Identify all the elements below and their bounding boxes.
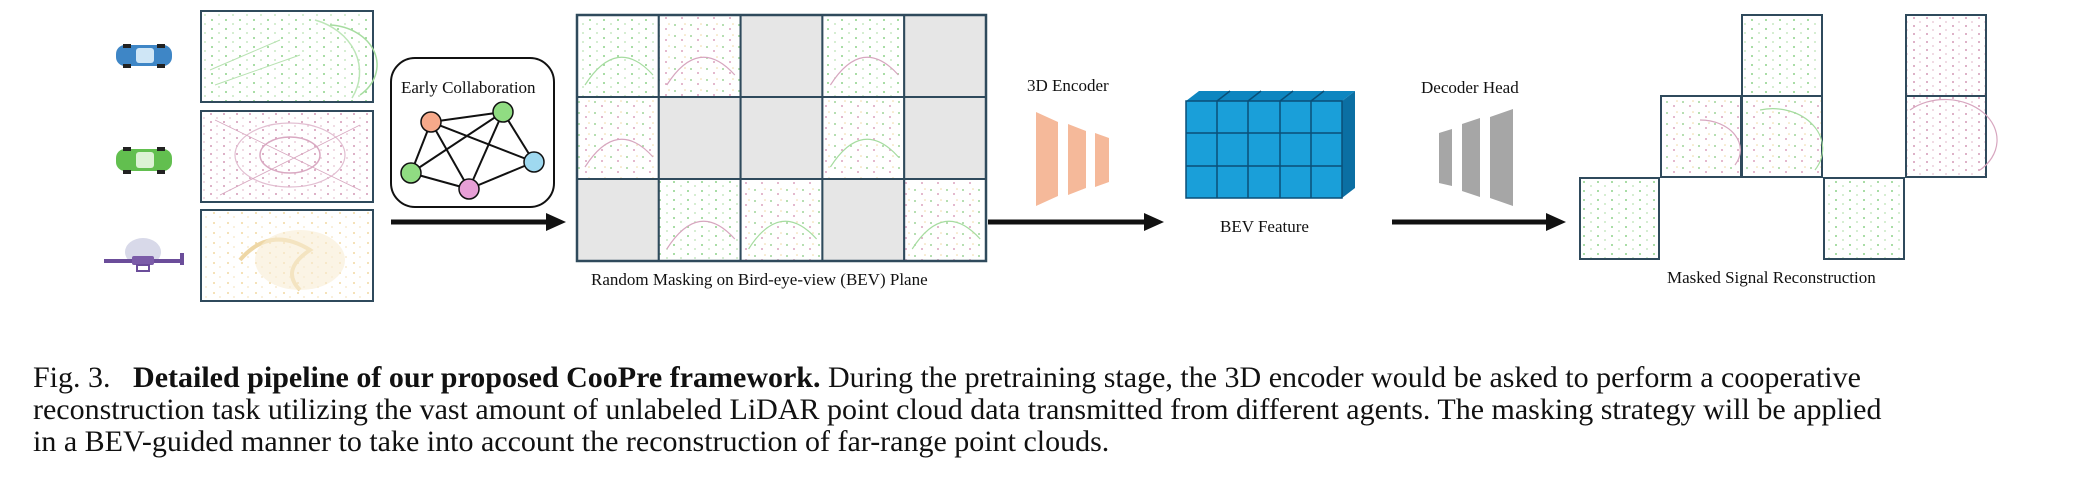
- masked-cell: [576, 178, 660, 262]
- masked-cell: [821, 178, 906, 262]
- point-arc: [584, 138, 654, 168]
- recon-tile: [1823, 177, 1905, 260]
- car-green-icon: [116, 147, 172, 174]
- figure-caption: Fig. 3. Detailed pipeline of our propose…: [33, 362, 2043, 458]
- encoder-label: 3D Encoder: [1027, 76, 1109, 95]
- visible-cell: [739, 178, 824, 262]
- recon-tile: [1579, 177, 1660, 260]
- reconstruction-tiles: [1579, 14, 1998, 260]
- decoder-label: Decoder Head: [1421, 78, 1519, 97]
- masked-cell: [739, 14, 824, 98]
- pipeline-figure: Early Collaboration Random Masking on Bi…: [104, 10, 1998, 302]
- caption-line-1-rest: During the pretraining stage, the 3D enc…: [820, 361, 1861, 394]
- graph-node-green-left: [400, 162, 422, 184]
- arrow-1: [391, 213, 566, 231]
- point-arc: [911, 220, 981, 250]
- early-collaboration-label: Early Collaboration: [401, 78, 536, 97]
- graph-node-blue: [523, 151, 545, 173]
- visible-cell: [576, 96, 660, 180]
- point-arc: [666, 56, 736, 86]
- visible-cell: [657, 14, 742, 98]
- visible-cell: [576, 14, 660, 98]
- encoder-icon: [1036, 112, 1109, 206]
- graph-node-orange: [420, 111, 442, 133]
- graph-node-green-top: [492, 101, 514, 123]
- recon-tile: [1905, 95, 1987, 178]
- recon-tile: [1741, 95, 1823, 178]
- graph-node-pink: [458, 178, 480, 200]
- caption-title: Detailed pipeline of our proposed CooPre…: [133, 361, 821, 394]
- masked-bev-grid: [575, 13, 988, 263]
- masking-label: Random Masking on Bird-eye-view (BEV) Pl…: [591, 270, 928, 289]
- recon-tile: [1905, 14, 1987, 97]
- car-blue-icon: [116, 44, 172, 68]
- caption-line-2: reconstruction task utilizing the vast a…: [33, 393, 1882, 426]
- caption-fig-label: Fig. 3.: [33, 361, 111, 394]
- recon-tile: [1660, 95, 1742, 178]
- masked-cell: [739, 96, 824, 180]
- lidar-scan-1: [200, 10, 378, 103]
- visible-cell: [903, 178, 988, 262]
- reconstruction-label: Masked Signal Reconstruction: [1667, 268, 1876, 287]
- arrow-2: [988, 213, 1164, 231]
- point-arc: [666, 220, 736, 250]
- early-collaboration-box: [390, 57, 555, 208]
- decoder-icon: [1439, 109, 1513, 206]
- grid-border: [575, 13, 988, 263]
- visible-cell: [657, 178, 742, 262]
- point-arc: [829, 56, 899, 86]
- point-arc: [584, 56, 654, 86]
- masked-cell: [903, 96, 988, 180]
- caption-line-3: in a BEV-guided manner to take into acco…: [33, 425, 1110, 458]
- masked-cell: [657, 96, 742, 180]
- caption-line-1: Fig. 3. Detailed pipeline of our propose…: [33, 362, 2043, 394]
- bev-feature-cube: [1185, 90, 1355, 199]
- visible-cell: [821, 96, 906, 180]
- lidar-scan-2: [200, 110, 374, 203]
- drone-icon: [104, 238, 184, 272]
- bev-feature-label: BEV Feature: [1220, 217, 1309, 236]
- lidar-scan-3: [200, 209, 374, 302]
- point-arc: [829, 138, 899, 168]
- visible-cell: [821, 14, 906, 98]
- masked-cell: [903, 14, 988, 98]
- pipeline-diagram: [104, 10, 1998, 302]
- recon-tile: [1741, 14, 1823, 97]
- arrow-3: [1392, 213, 1566, 231]
- point-arc: [748, 220, 818, 250]
